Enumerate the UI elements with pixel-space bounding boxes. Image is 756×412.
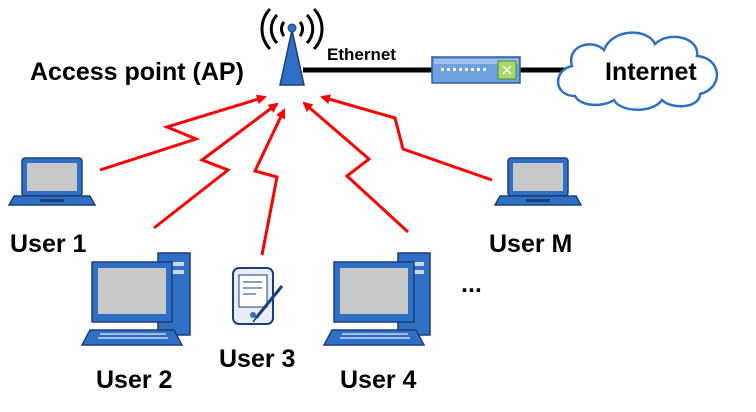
userM-label: User M [489,230,573,258]
user2-label: User 2 [96,366,173,394]
user3-label: User 3 [219,345,296,373]
ethernet-label: Ethernet [327,45,396,64]
desktop-computer-icon [322,252,431,346]
ellipsis-label: ... [461,270,482,298]
antenna-tower-icon [260,7,324,86]
wireless-link-user2 [153,102,279,230]
laptop-icon [493,157,583,206]
wireless-link-user4 [302,101,410,234]
user1-label: User 1 [10,230,87,258]
wireless-link-userM [320,94,493,182]
cloud-icon [556,31,719,111]
pda-stylus-icon [232,267,284,325]
user4-label: User 4 [340,366,417,394]
access-point-label: Access point (AP) [30,58,244,86]
laptop-icon [7,157,97,206]
internet-label: Internet [605,58,697,86]
desktop-computer-icon [80,252,191,346]
wireless-link-user1 [99,94,267,172]
wireless-link-user3 [252,108,286,256]
network-switch-icon [431,56,521,84]
